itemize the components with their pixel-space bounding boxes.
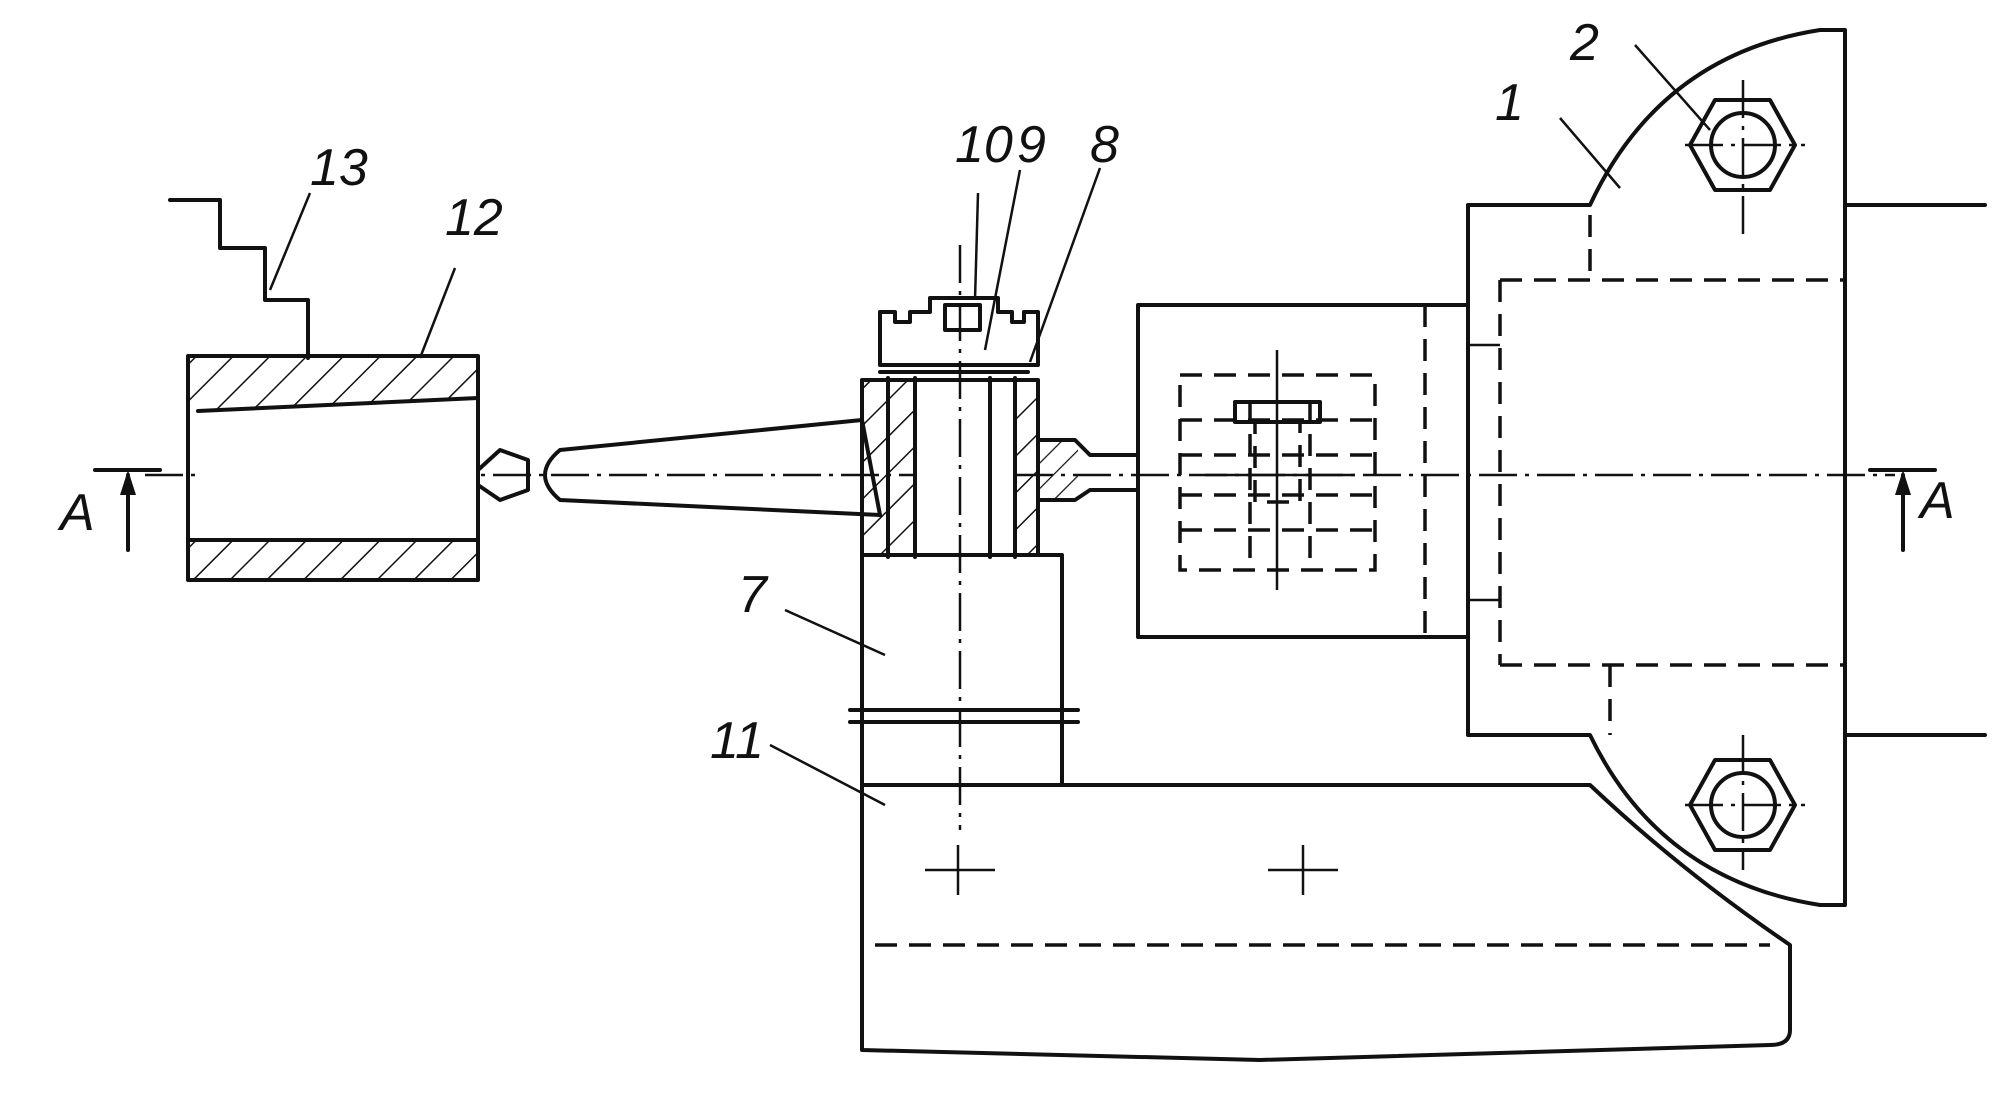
label-11: 11 (710, 712, 764, 770)
label-7: 7 (738, 566, 769, 624)
base-plate (860, 783, 1792, 1062)
main-body (1466, 28, 1987, 907)
section-label-right: A (1917, 472, 1955, 530)
bracket-with-shaft (860, 370, 1040, 559)
stepped-profile (168, 198, 310, 360)
label-8: 8 (1090, 116, 1119, 174)
clamp-block (1136, 303, 1470, 639)
spindle-extension (1036, 438, 1140, 502)
section-label-left: A (57, 484, 95, 542)
label-2: 2 (1569, 14, 1599, 72)
label-9: 9 (1017, 116, 1046, 174)
label-1: 1 (1495, 74, 1524, 132)
support-post (848, 553, 1080, 787)
hex-bolt-top (1685, 80, 1805, 240)
label-13: 13 (310, 139, 368, 197)
tapered-mandrel (543, 418, 882, 517)
section-mark-left (93, 468, 162, 552)
section-mark-right (1868, 468, 1937, 552)
label-12: 12 (445, 189, 503, 247)
label-10: 10 (955, 116, 1013, 174)
leader-lines (268, 44, 1711, 807)
castle-nut (878, 296, 1040, 367)
tool-tip (476, 448, 530, 502)
hex-bolt-bottom (1685, 735, 1805, 870)
sleeve-bushing (186, 354, 480, 582)
